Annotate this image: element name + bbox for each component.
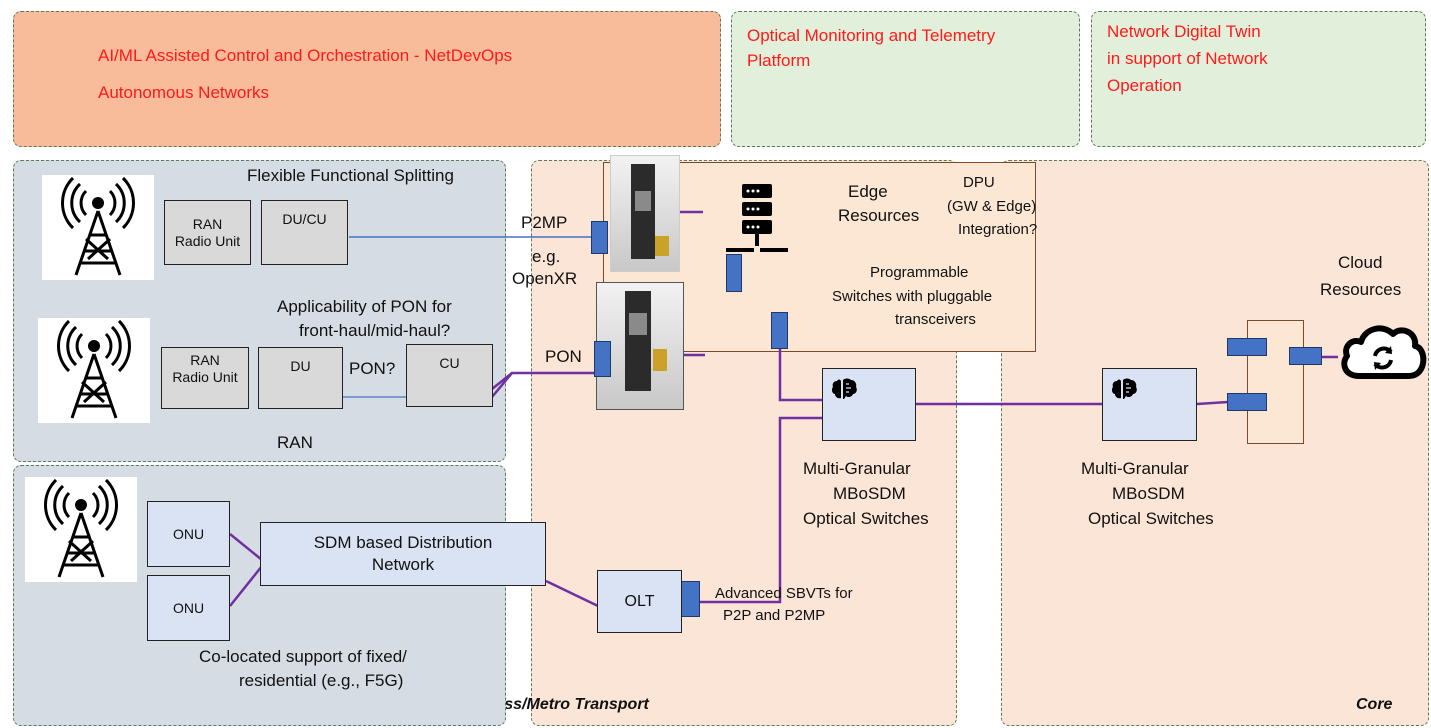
prog-switch-link	[778, 349, 822, 402]
digital-twin-panel: Network Digital Twin in support of Netwo…	[1091, 11, 1426, 147]
radio-unit-2-l1: RAN	[190, 352, 220, 368]
sdm-olt-link	[545, 579, 599, 608]
ran-radio-unit-2: RAN Radio Unit	[161, 347, 249, 409]
ran-radio-unit-1: RAN Radio Unit	[164, 200, 251, 265]
p2mp-port	[591, 221, 608, 254]
antenna-tower-icon	[38, 318, 150, 423]
core-optical-switch	[1102, 368, 1197, 441]
access-switch-line2: MBoSDM	[833, 484, 906, 503]
access-switch-line3: Optical Switches	[803, 509, 929, 528]
radio-unit-1-l1: RAN	[192, 215, 223, 232]
prog-line3: transceivers	[895, 311, 976, 328]
sdm-distribution-box: SDM based Distribution Network	[260, 522, 546, 586]
du-label: DU	[290, 358, 311, 374]
onu-1-label: ONU	[172, 525, 205, 542]
digital-twin-line2: in support of Network	[1107, 49, 1268, 68]
access-switch-line1: Multi-Granular	[803, 459, 911, 478]
ai-ml-title: AI/ML Assisted Control and Orchestration…	[98, 46, 513, 65]
radio-unit-2-l2: Radio Unit	[172, 369, 238, 385]
prog-line2: Switches with pluggable	[832, 288, 993, 305]
core-label: Core	[1356, 696, 1393, 713]
cu-box: CU	[406, 344, 493, 407]
cloud-line2: Resources	[1320, 280, 1402, 299]
sbvt-line1: Advanced SBVTs for	[715, 585, 853, 602]
cloud-port-1b	[1227, 338, 1267, 356]
dpu-line2: (GW & Edge)	[947, 198, 1037, 215]
ran-label: RAN	[277, 433, 313, 452]
cloud-sync-icon	[1337, 318, 1429, 384]
du-cu-label: DU/CU	[282, 211, 327, 227]
optical-monitoring-line1: Optical Monitoring and Telemetry	[747, 26, 996, 45]
cloud-connector-box	[1247, 320, 1304, 444]
cloud-port-3b	[1289, 347, 1322, 365]
digital-twin-line3: Operation	[1107, 76, 1182, 95]
olt-box: OLT	[597, 570, 682, 633]
pon-label: PON	[545, 347, 582, 366]
brain-icon	[831, 378, 857, 399]
sdm-line1: SDM based Distribution	[313, 533, 493, 552]
p2mp-line1: P2MP	[521, 213, 568, 232]
optical-monitoring-panel: Optical Monitoring and Telemetry Platfor…	[731, 11, 1080, 147]
du-box: DU	[258, 347, 343, 409]
access-metro-label: Access/Metro Transport	[466, 696, 649, 713]
edge-port	[726, 254, 742, 292]
ai-ml-panel: AI/ML Assisted Control and Orchestration…	[13, 11, 721, 147]
brain-icon	[1111, 378, 1137, 399]
onu-box-2: ONU	[147, 575, 230, 641]
olt-label: OLT	[624, 593, 655, 610]
cloud-line1: Cloud	[1338, 253, 1383, 272]
antenna-tower-icon	[25, 477, 137, 582]
core-region	[1001, 160, 1429, 726]
core-switch-line2: MBoSDM	[1112, 484, 1185, 503]
onu-box-1: ONU	[147, 501, 230, 567]
access-optical-switch	[822, 368, 916, 441]
server-rack-icon	[720, 182, 792, 262]
onu-2-label: ONU	[172, 599, 205, 616]
pon-applicability-line2: front-haul/mid-haul?	[299, 321, 451, 340]
onu1-sdm-link	[229, 533, 263, 561]
pon-question-label: PON?	[349, 359, 396, 378]
onu2-sdm-link	[229, 565, 263, 607]
sdm-line2: Network	[371, 555, 435, 574]
core-cloud-link	[1196, 400, 1229, 406]
core-switch-line1: Multi-Granular	[1081, 459, 1189, 478]
edge-line2: Resources	[838, 206, 920, 225]
sbvt-line2: P2P and P2MP	[723, 607, 826, 624]
pon-port	[594, 341, 611, 377]
dpu-line1: DPU	[963, 174, 995, 191]
switch-olt-link	[700, 416, 822, 604]
network-card-icon	[610, 155, 680, 272]
optical-monitoring-line2: Platform	[747, 51, 811, 70]
pon-applicability-line1: Applicability of PON for	[277, 297, 452, 316]
digital-twin-line1: Network Digital Twin	[1107, 22, 1261, 41]
autonomous-networks-label: Autonomous Networks	[98, 83, 270, 102]
cu-pon-link-2	[491, 372, 513, 390]
colocated-line1: Co-located support of fixed/	[199, 647, 407, 666]
colocated-line2: residential (e.g., F5G)	[239, 671, 404, 690]
core-switch-line3: Optical Switches	[1088, 509, 1214, 528]
olt-port	[681, 581, 700, 617]
prog-line1: Programmable	[870, 264, 969, 281]
dpu-line3: Integration?	[958, 221, 1038, 238]
antenna-tower-icon	[42, 175, 154, 280]
edge-line1: Edge	[848, 182, 888, 201]
ran-title: Flexible Functional Splitting	[247, 166, 454, 185]
radio-unit-1-l2: Radio Unit	[174, 232, 241, 249]
prog-switch-port	[771, 312, 788, 349]
cu-label: CU	[439, 355, 460, 371]
du-cu-box: DU/CU	[261, 200, 348, 265]
p2mp-line2: e.g.	[532, 247, 561, 266]
cloud-port-2b	[1227, 393, 1267, 411]
p2mp-line3: OpenXR	[512, 269, 578, 288]
